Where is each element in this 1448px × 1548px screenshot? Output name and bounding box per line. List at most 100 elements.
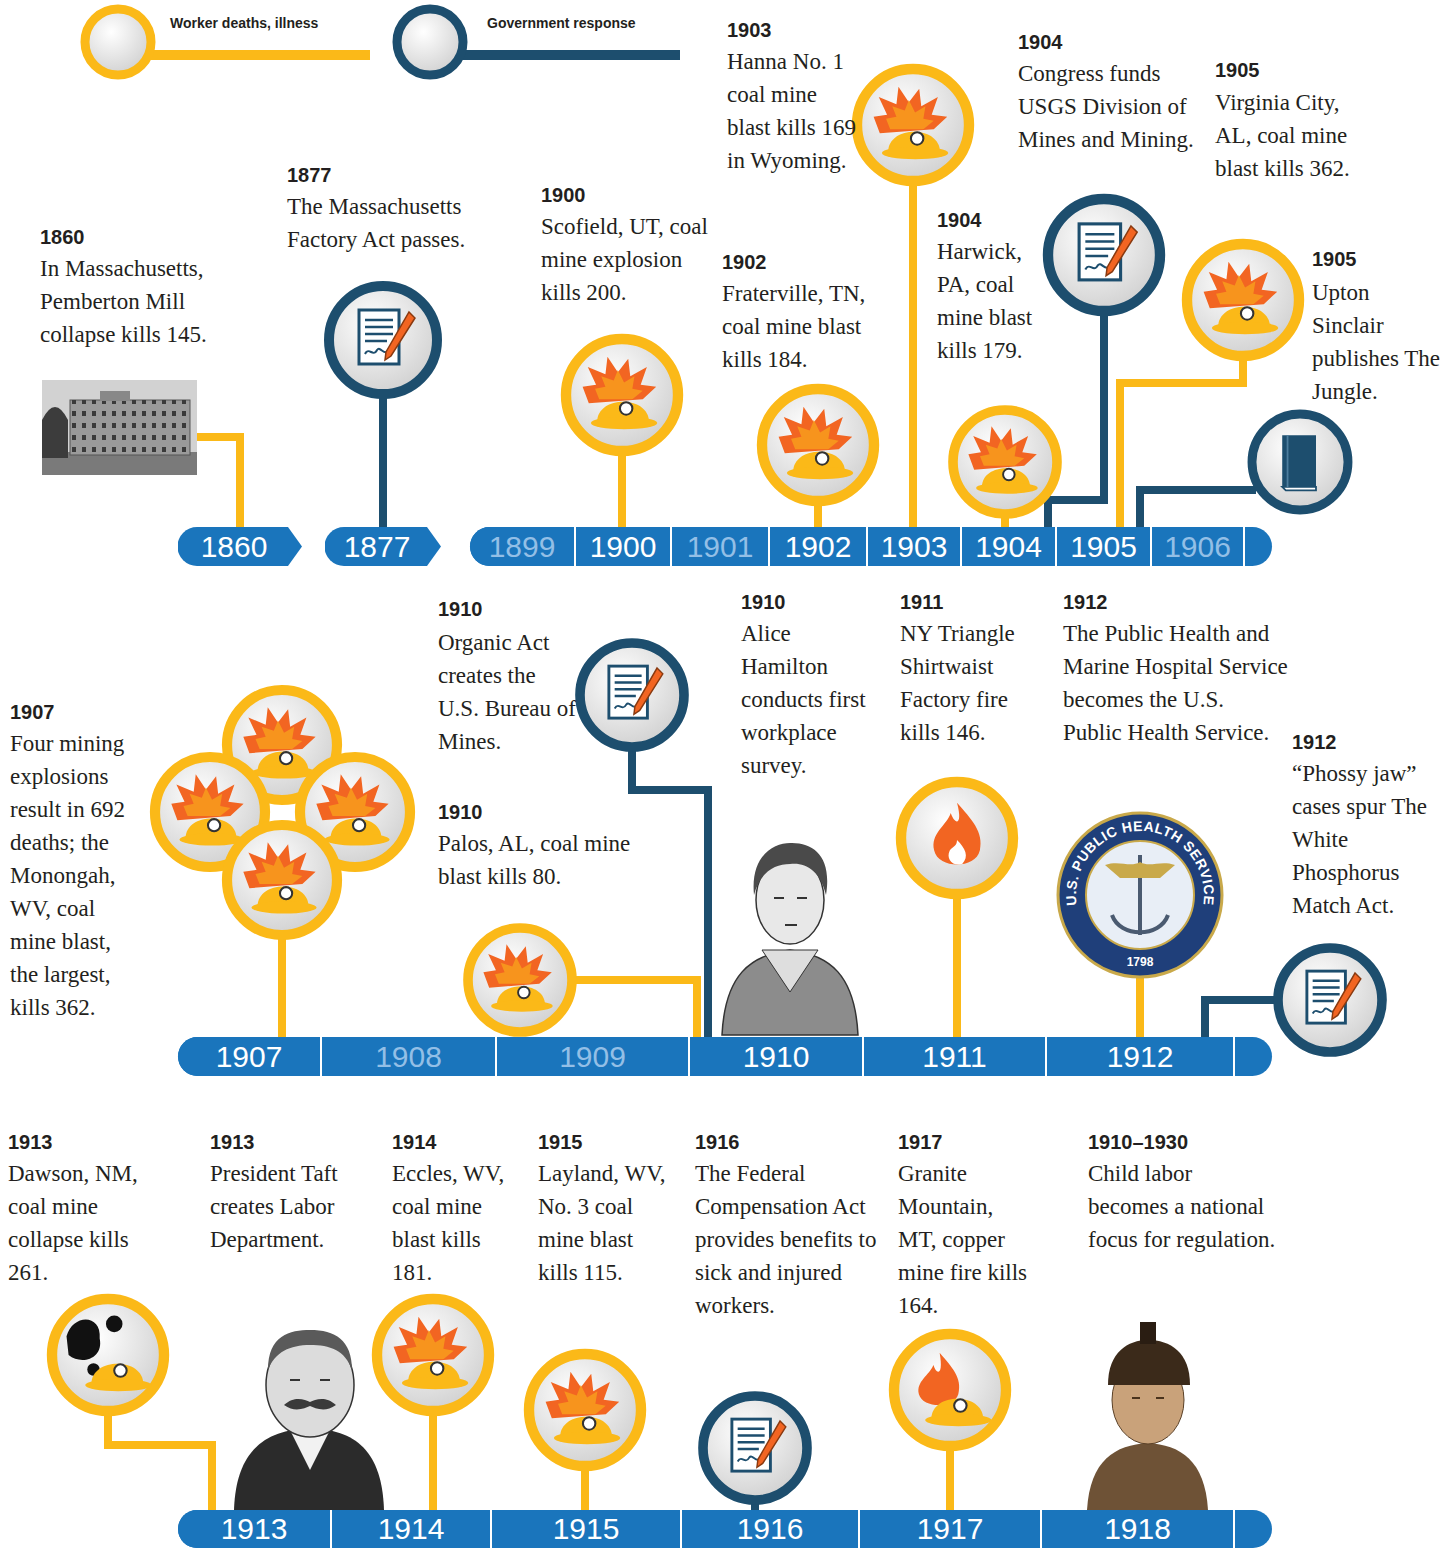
event-text: Virginia City, AL, coal mine blast kills…: [1215, 86, 1350, 185]
legend-label: Worker deaths, illness: [170, 14, 318, 32]
event-text: Layland, WV, No. 3 coal mine blast kills…: [538, 1157, 668, 1289]
alice-hamilton-portrait-part: [762, 950, 818, 992]
year-cell: 1918: [1040, 1510, 1235, 1548]
timeline-bar-part: [178, 1037, 1272, 1076]
event-text: Palos, AL, coal mine blast kills 80.: [438, 827, 666, 893]
year-label: 1909: [559, 1042, 626, 1072]
event-text: Child labor becomes a national focus for…: [1088, 1157, 1278, 1256]
year-cell: 1909: [495, 1037, 688, 1076]
event-text: Harwick, PA, coal mine blast kills 179.: [937, 235, 1042, 367]
legend-label: Government response: [487, 14, 636, 32]
event-text: Scofield, UT, coal mine explosion kills …: [541, 210, 713, 309]
year-label: 1916: [737, 1514, 804, 1544]
year-cell: 1901: [670, 527, 768, 566]
event-text: The Massachusetts Factory Act passes.: [287, 190, 507, 256]
leader-lines: [108, 181, 1278, 1510]
timeline-bar-part: [178, 1510, 1272, 1548]
blast-icon: [566, 339, 678, 451]
event-text: Four mining explosions result in 692 dea…: [10, 727, 140, 1024]
doc-icon: [1048, 199, 1160, 311]
taft-portrait-part: [234, 1428, 384, 1510]
year-cell: 1914: [330, 1510, 490, 1548]
leader-line: [618, 451, 626, 527]
legend-sample-part: [150, 50, 370, 60]
arrow-band-shape: [178, 527, 302, 566]
event-year: 1900: [541, 183, 691, 207]
year-label: 1904: [975, 532, 1042, 562]
event-text: Dawson, NM, coal mine collapse kills 261…: [8, 1157, 168, 1289]
year-cell: 1877: [325, 527, 441, 566]
event-year: 1911: [900, 590, 1020, 614]
event-year: 1916: [695, 1130, 815, 1154]
legend-sample: [85, 9, 680, 75]
year-cell: 1906: [1150, 527, 1245, 566]
event-year: 1917: [898, 1130, 1018, 1154]
year-label: 1903: [881, 532, 948, 562]
legend-sample-part: [462, 50, 680, 60]
event-text: NY Triangle Shirtwaist Factory fire kill…: [900, 617, 1042, 749]
event-year: 1907: [10, 700, 130, 724]
year-cell: 1912: [1045, 1037, 1235, 1076]
leader-line: [1136, 977, 1144, 1037]
leader-line: [429, 1411, 437, 1510]
event-text: “Phossy jaw” cases spur The White Phosph…: [1292, 757, 1437, 922]
event-year: 1913: [8, 1130, 128, 1154]
collapse-icon: [52, 1299, 164, 1411]
year-label: 1908: [375, 1042, 442, 1072]
year-label: 1906: [1164, 532, 1231, 562]
event-year: 1910: [438, 597, 558, 621]
public-health-service-seal-part: [1058, 813, 1222, 977]
year-cell: 1916: [680, 1510, 858, 1548]
year-cell: 1860: [178, 527, 302, 566]
pemberton-mill-photo: [42, 380, 197, 475]
year-cell: 1905: [1055, 527, 1150, 566]
leader-line: [1048, 311, 1104, 527]
leader-line: [108, 1411, 212, 1510]
alice-hamilton-portrait-part: [754, 843, 828, 895]
leader-line: [197, 437, 240, 527]
event-text: Granite Mountain, MT, copper mine fire k…: [898, 1157, 1033, 1322]
event-text: President Taft creates Labor Department.: [210, 1157, 360, 1256]
event-year: 1914: [392, 1130, 512, 1154]
timeline-bar: [178, 527, 1272, 1548]
year-cell: 1902: [768, 527, 866, 566]
event-year: 1910: [741, 590, 861, 614]
year-label: 1918: [1104, 1514, 1171, 1544]
event-text: Upton Sinclair publishes The Jungle.: [1312, 276, 1440, 408]
seal-text: U.S. PUBLIC HEALTH SERVICE: [1063, 818, 1217, 906]
leader-line: [379, 394, 387, 527]
pemberton-mill-photo-part: [100, 391, 130, 401]
pemberton-mill-photo-part: [70, 400, 190, 455]
alice-hamilton-portrait-part: [774, 898, 807, 925]
year-cell: 1910: [688, 1037, 862, 1076]
year-label: 1915: [553, 1514, 620, 1544]
year-cell: 1915: [490, 1510, 680, 1548]
doc-icon: [1278, 948, 1382, 1052]
year-cell: 1913: [178, 1510, 330, 1548]
public-health-service-seal-part: [1105, 862, 1175, 878]
taft-portrait-part: [284, 1399, 336, 1409]
blast-icon: [377, 1299, 489, 1411]
child-miner-photo-part: [1140, 1322, 1156, 1344]
taft-portrait-part: [290, 1379, 330, 1381]
event-icons: [52, 69, 1382, 1500]
event-text: Alice Hamilton conducts first workplace …: [741, 617, 866, 782]
firehelmet-icon: [894, 1334, 1006, 1446]
event-text: The Public Health and Marine Hospital Se…: [1063, 617, 1288, 749]
event-year: 1903: [727, 18, 847, 42]
event-text: Hanna No. 1 coal mine blast kills 169 in…: [727, 45, 857, 177]
event-text: Organic Act creates the U.S. Bureau of M…: [438, 626, 578, 758]
event-text: Fraterville, TN, coal mine blast kills 1…: [722, 277, 902, 376]
fire-icon: [901, 782, 1013, 894]
event-year: 1913: [210, 1130, 330, 1154]
child-miner-photo: [1087, 1322, 1208, 1510]
year-label: 1902: [785, 532, 852, 562]
year-cell: 1900: [574, 527, 670, 566]
event-year: 1910–1930: [1088, 1130, 1238, 1154]
blast-icon: [468, 928, 572, 1032]
pemberton-mill-photo-part: [70, 400, 190, 455]
leader-line: [1140, 490, 1256, 527]
year-label: 1917: [917, 1514, 984, 1544]
event-year: 1904: [937, 208, 1037, 232]
year-label: 1901: [687, 532, 754, 562]
